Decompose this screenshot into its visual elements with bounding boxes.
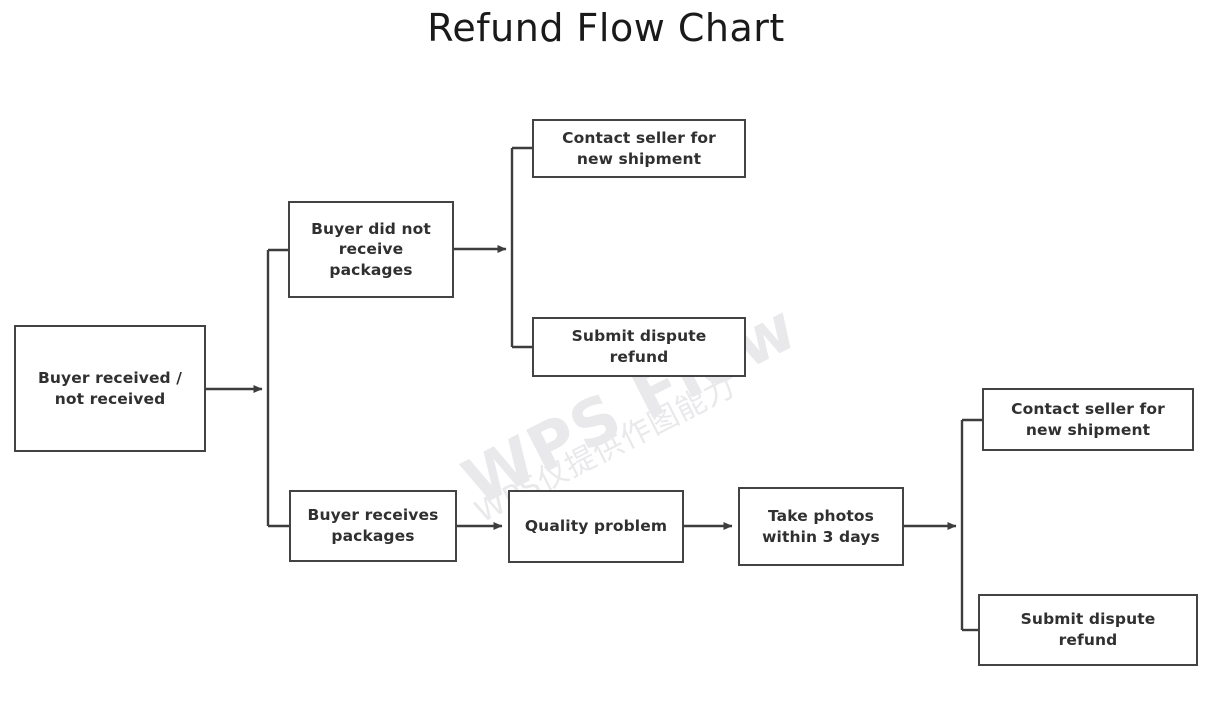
node-contact-seller-top[interactable]: Contact seller for new shipment <box>532 119 746 178</box>
node-quality-problem[interactable]: Quality problem <box>508 490 684 563</box>
node-label: Buyer receives packages <box>307 506 439 545</box>
page-title: Refund Flow Chart <box>427 6 785 50</box>
node-label: Submit dispute refund <box>1020 610 1156 649</box>
node-buyer-did-not-receive-packages[interactable]: Buyer did not receive packages <box>288 201 454 298</box>
node-label: Take photos within 3 days <box>762 506 880 546</box>
node-label: Buyer received / not received <box>37 368 183 408</box>
node-start[interactable]: Buyer received / not received <box>14 325 206 452</box>
node-contact-seller-bottom[interactable]: Contact seller for new shipment <box>982 388 1194 451</box>
node-label: Contact seller for new shipment <box>562 128 716 168</box>
node-label: Contact seller for new shipment <box>1011 399 1165 439</box>
node-label: Quality problem <box>524 517 668 536</box>
node-buyer-receives-packages[interactable]: Buyer receives packages <box>289 490 457 562</box>
node-take-photos[interactable]: Take photos within 3 days <box>738 487 904 566</box>
node-submit-dispute-bottom[interactable]: Submit dispute refund <box>978 594 1198 666</box>
node-label: Submit dispute refund <box>571 327 707 366</box>
node-submit-dispute-top[interactable]: Submit dispute refund <box>532 317 746 377</box>
node-label: Buyer did not receive packages <box>311 219 431 279</box>
